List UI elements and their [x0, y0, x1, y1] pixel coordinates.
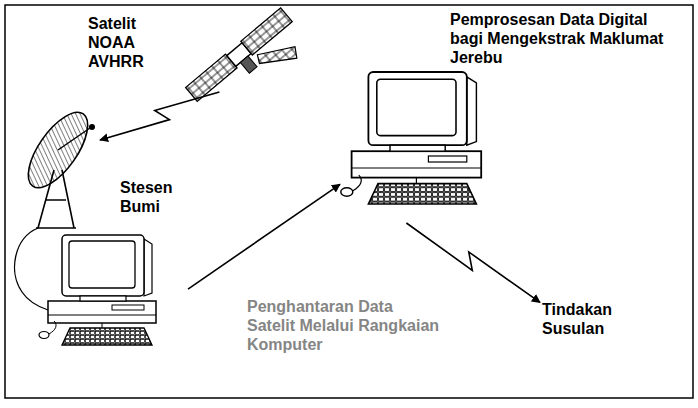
signal-arrow: [100, 92, 219, 140]
dish: [17, 103, 99, 197]
satellite: [186, 8, 312, 125]
edge-label: Penghantaran Data Satelit Melalui Rangka…: [245, 296, 445, 356]
node-area: Satelit NOAA AVHRR: [85, 12, 295, 92]
node-label: Tindakan Susulan: [542, 300, 634, 338]
node-area: Stesen Bumi: [12, 140, 188, 350]
feed: [89, 124, 95, 130]
node-label: Satelit NOAA AVHRR: [88, 14, 163, 72]
solar-panel: [254, 33, 301, 79]
node-area: Tindakan Susulan: [540, 298, 638, 342]
cable: [15, 228, 48, 310]
signal-arrow: [406, 223, 540, 302]
node-label: Pemprosesan Data Digital bagi Mengekstra…: [450, 10, 668, 68]
solar-panel: [241, 8, 292, 55]
frame: [5, 5, 693, 398]
feed-arm: [58, 128, 90, 150]
stand: [36, 170, 76, 228]
flow-arrow: [188, 184, 340, 289]
computer: [341, 72, 481, 204]
node-label: Stesen Bumi: [120, 178, 184, 216]
node-area: Pemprosesan Data Digital bagi Mengekstra…: [340, 8, 672, 223]
computer: [39, 235, 156, 345]
sensor: [240, 56, 257, 73]
